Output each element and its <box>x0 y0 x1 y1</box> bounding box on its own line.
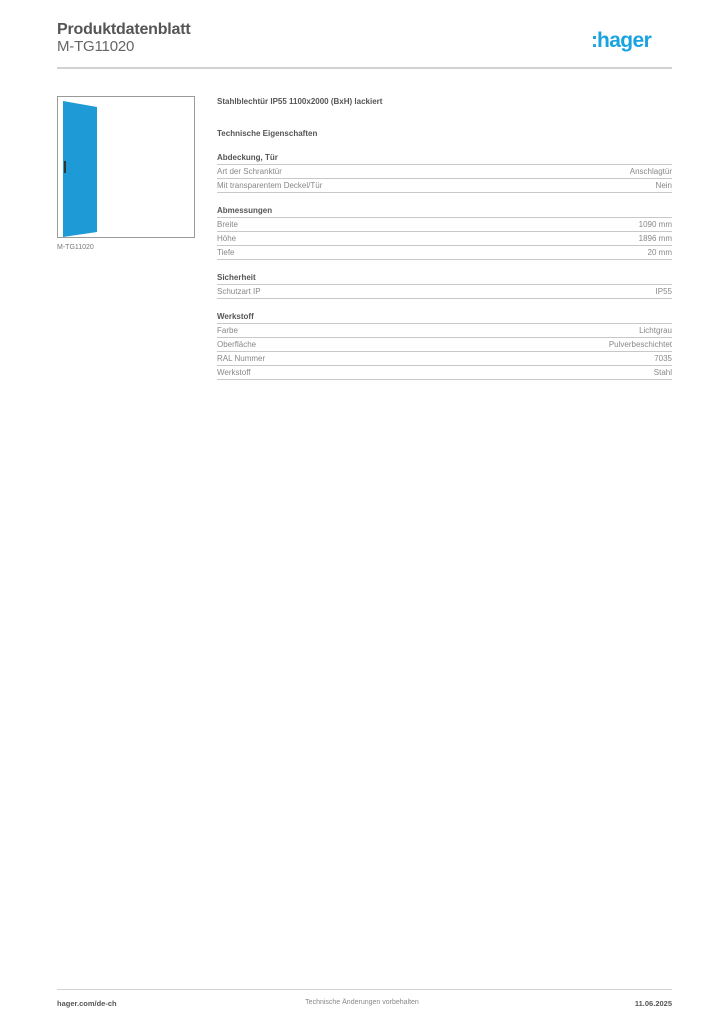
section-werkstoff: Werkstoff Farbe Lichtgrau Oberfläche Pul… <box>217 311 672 380</box>
row-value: Lichtgrau <box>639 326 672 335</box>
row-value: Anschlagtür <box>629 167 672 176</box>
product-code: M-TG11020 <box>57 38 135 55</box>
table-row: Art der Schranktür Anschlagtür <box>217 165 672 179</box>
section-abdeckung: Abdeckung, Tür Art der Schranktür Anschl… <box>217 152 672 193</box>
row-label: Tiefe <box>217 248 235 257</box>
table-row: RAL Nummer 7035 <box>217 352 672 366</box>
footer-notice: Technische Änderungen vorbehalten <box>305 999 419 1006</box>
header-divider <box>57 67 672 69</box>
section-title: Werkstoff <box>217 311 672 324</box>
blue-door-icon <box>63 101 97 237</box>
row-label: Höhe <box>217 234 237 243</box>
row-value: 20 mm <box>647 248 672 257</box>
technical-properties-title: Technische Eigenschaften <box>217 129 318 138</box>
product-name: Stahlblechtür IP55 1100x2000 (BxH) lacki… <box>217 97 383 106</box>
product-image-frame <box>57 96 195 238</box>
table-row: Mit transparentem Deckel/Tür Nein <box>217 179 672 193</box>
section-sicherheit: Sicherheit Schutzart IP IP55 <box>217 272 672 299</box>
row-value: Stahl <box>653 368 672 377</box>
row-label: Mit transparentem Deckel/Tür <box>217 181 323 190</box>
row-value: 1896 mm <box>638 234 672 243</box>
row-value: Pulverbeschichtet <box>608 340 672 349</box>
section-abmessungen: Abmessungen Breite 1090 mm Höhe 1896 mm … <box>217 205 672 260</box>
row-label: Breite <box>217 220 238 229</box>
row-label: Oberfläche <box>217 340 257 349</box>
product-details: Stahlblechtür IP55 1100x2000 (BxH) lacki… <box>217 96 672 380</box>
table-row: Tiefe 20 mm <box>217 246 672 260</box>
table-row: Höhe 1896 mm <box>217 232 672 246</box>
table-row: Schutzart IP IP55 <box>217 285 672 299</box>
table-row: Werkstoff Stahl <box>217 366 672 380</box>
row-label: Werkstoff <box>217 368 251 377</box>
row-label: Art der Schranktür <box>217 167 282 176</box>
table-row: Breite 1090 mm <box>217 218 672 232</box>
row-value: 7035 <box>654 354 672 363</box>
footer-website-link[interactable]: hager.com/de-ch <box>57 999 117 1008</box>
row-label: Farbe <box>217 326 238 335</box>
table-row: Oberfläche Pulverbeschichtet <box>217 338 672 352</box>
footer-date: 11.06.2025 <box>634 999 672 1008</box>
row-value: Nein <box>655 181 672 190</box>
logo-text: hager <box>597 29 652 52</box>
table-row: Farbe Lichtgrau <box>217 324 672 338</box>
section-title: Abmessungen <box>217 205 672 218</box>
row-value: 1090 mm <box>638 220 672 229</box>
page-title: Produktdatenblatt <box>57 21 191 38</box>
section-title: Abdeckung, Tür <box>217 152 672 165</box>
row-label: Schutzart IP <box>217 287 261 296</box>
logo-colon: : <box>591 29 598 52</box>
footer-divider <box>57 989 672 990</box>
product-image-caption: M-TG11020 <box>57 244 94 251</box>
row-value: IP55 <box>655 287 672 296</box>
section-title: Sicherheit <box>217 272 672 285</box>
row-label: RAL Nummer <box>217 354 266 363</box>
hager-logo: :hager <box>591 29 652 53</box>
